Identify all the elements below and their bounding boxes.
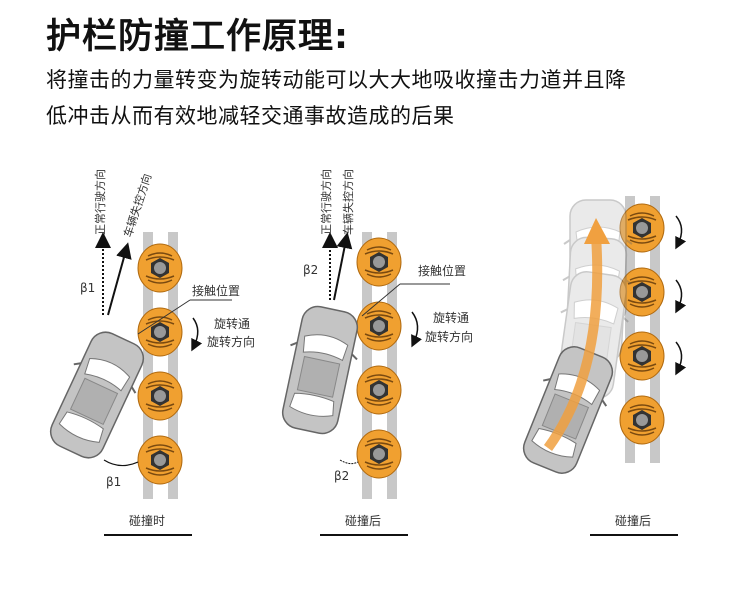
rotation-label-2: 旋转方向	[207, 334, 255, 349]
caption-panel-3: 碰撞后	[614, 514, 651, 528]
roller	[356, 237, 402, 287]
guardrail-post	[650, 196, 660, 463]
angle-arc	[103, 459, 139, 467]
rotation-arrow	[675, 341, 687, 376]
redirect-arrow	[543, 235, 603, 451]
contact-position-label: 接触位置	[418, 263, 466, 278]
roller	[619, 395, 665, 445]
page-title: 护栏防撞工作原理:	[46, 17, 349, 57]
caption-underline	[320, 534, 408, 536]
description-line-2: 低冲击从而有效地减轻交通事故造成的后果	[46, 104, 455, 128]
car	[272, 301, 368, 439]
loss-of-control-label: 车辆失控方向	[341, 169, 355, 235]
rotation-label-1: 旋转通	[433, 310, 469, 325]
guardrail-post	[168, 232, 178, 499]
caption-panel-2: 碰撞后	[344, 514, 381, 528]
loss-of-control-arrow	[333, 232, 353, 301]
rotation-arrow	[675, 215, 687, 250]
rotation-label-1: 旋转通	[214, 316, 250, 331]
contact-leader-line	[361, 283, 401, 317]
rotation-arrow	[411, 311, 422, 348]
panel-1-collision: 正常行驶方向 车辆失控方向 β1 接触位置 旋转通 旋转方向 β1	[38, 169, 255, 499]
rotation-arrow	[675, 279, 687, 314]
guardrail-post	[362, 232, 372, 499]
roller	[137, 307, 183, 357]
loss-of-control-arrow	[107, 242, 132, 316]
contact-leader-line	[137, 299, 191, 335]
roller	[619, 331, 665, 381]
guardrail-post	[387, 232, 397, 499]
rotation-label-2: 旋转方向	[425, 329, 473, 344]
guardrail-post	[143, 232, 153, 499]
panel-2-after-collision: 正常行驶方向 车辆失控方向 β2 接触位置 旋转通 旋转方向 β2	[272, 169, 473, 499]
caption-underline	[104, 534, 192, 536]
loss-of-control-label: 车辆失控方向	[121, 172, 155, 239]
roller	[356, 365, 402, 415]
caption-panel-1: 碰撞时	[128, 514, 165, 528]
car	[38, 323, 156, 467]
panel-3-redirect	[512, 196, 687, 482]
description-line-1: 将撞击的力量转变为旋转动能可以大大地吸收撞击力道并且降	[46, 68, 627, 92]
normal-direction-label: 正常行驶方向	[93, 169, 107, 235]
rotation-arrow	[191, 317, 203, 352]
roller	[137, 371, 183, 421]
normal-direction-label: 正常行驶方向	[319, 169, 333, 235]
roller	[356, 301, 402, 351]
angle-beta-top: β2	[303, 263, 318, 277]
angle-arc	[339, 459, 359, 465]
roller	[137, 243, 183, 293]
angle-beta-top: β1	[80, 281, 95, 295]
redirect-arrowhead	[584, 218, 610, 244]
angle-beta-bottom: β2	[334, 469, 349, 483]
roller	[356, 429, 402, 479]
angle-beta-bottom: β1	[106, 475, 121, 489]
caption-underline	[590, 534, 678, 536]
contact-position-label: 接触位置	[192, 283, 240, 298]
roller	[137, 435, 183, 485]
guardrail-post	[625, 196, 635, 463]
